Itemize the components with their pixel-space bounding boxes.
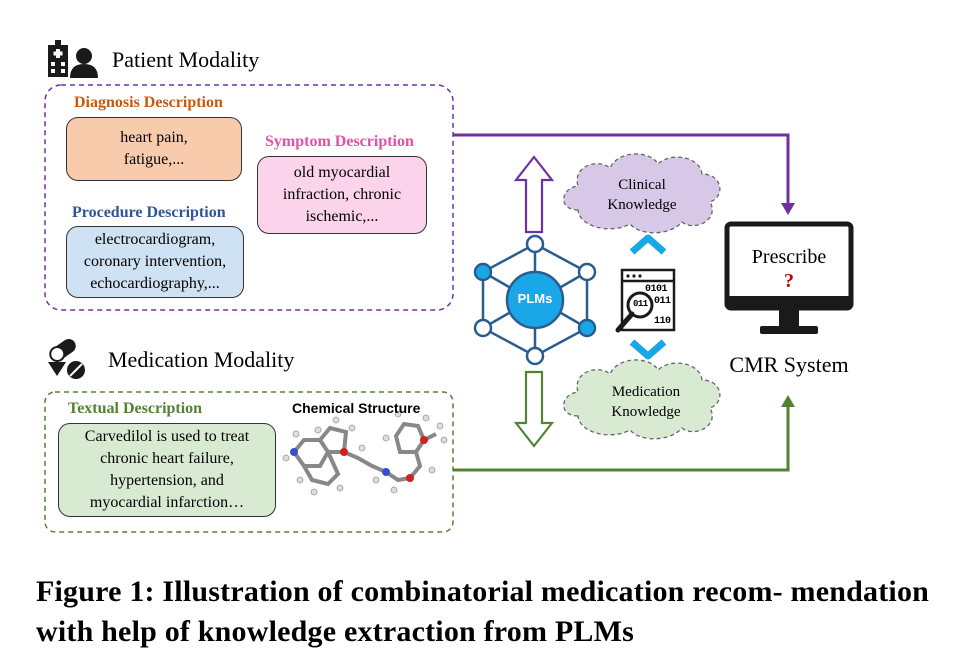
patient-container: [44, 84, 454, 311]
diagnosis-text: heart pain, fatigue,...: [120, 129, 188, 168]
down-hollow-arrow: [513, 370, 555, 448]
cmr-system-label: CMR System: [729, 352, 849, 377]
chevron-up-icon: [629, 234, 667, 255]
symptom-box: old myocardial infraction, chronic ische…: [257, 156, 427, 234]
medication-knowledge-text: Medication Knowledge: [611, 384, 681, 420]
procedure-text: electrocardiogram, coronary intervention…: [83, 231, 227, 292]
up-hollow-arrow: [513, 155, 555, 234]
figure-caption: Figure 1: Illustration of combinatorial …: [36, 575, 930, 648]
medication-modality-heading: Medication Modality: [108, 347, 295, 372]
clinical-knowledge-cloud: [563, 153, 721, 234]
binary-top: 0101: [645, 284, 668, 295]
symptom-label: Symptom Description: [265, 133, 414, 150]
plms-network-icon: [473, 234, 597, 366]
monitor-icon: [724, 221, 854, 334]
plms-label: PLMs: [517, 291, 553, 306]
symptom-text: old myocardial infraction, chronic ische…: [282, 164, 402, 225]
binary-bot: 110: [654, 316, 671, 327]
patient-to-system-arrow: [453, 133, 790, 205]
medication-container: [44, 391, 454, 533]
diagram-canvas: [44, 40, 854, 533]
binary-mid1: 011: [654, 296, 671, 307]
patient-modality-heading: Patient Modality: [112, 47, 260, 72]
chevron-down-icon: [629, 339, 667, 360]
question-mark: ?: [784, 270, 794, 292]
chemical-structure-image: [282, 410, 448, 496]
textual-box: Carvedilol is used to treat chronic hear…: [58, 423, 276, 517]
binary-mid2: 011: [633, 299, 648, 309]
diagnosis-label: Diagnosis Description: [74, 94, 223, 111]
hospital-patient-icon: [48, 40, 98, 78]
textual-label: Textual Description: [68, 400, 203, 417]
pills-icon: [48, 338, 85, 379]
medication-knowledge-cloud: [563, 359, 721, 440]
chemical-label: Chemical Structure: [292, 400, 421, 416]
textual-text: Carvedilol is used to treat chronic hear…: [84, 428, 250, 511]
medication-to-system-arrow: [453, 405, 790, 472]
clinical-knowledge-text: Clinical Knowledge: [607, 177, 677, 213]
procedure-label: Procedure Description: [72, 204, 226, 221]
diagnosis-box: heart pain, fatigue,...: [66, 117, 242, 181]
prescribe-text: Prescribe: [751, 246, 827, 268]
data-search-icon: [615, 268, 676, 333]
procedure-box: electrocardiogram, coronary intervention…: [66, 226, 244, 298]
